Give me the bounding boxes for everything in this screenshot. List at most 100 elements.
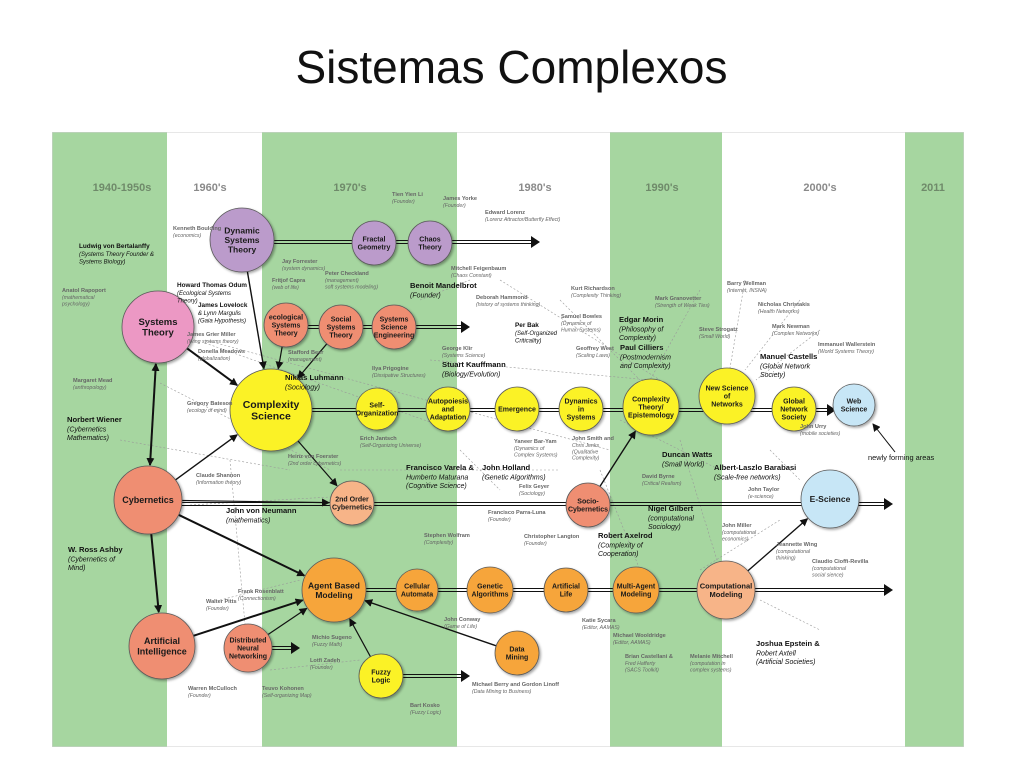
- person-name: Benoit Mandelbrot: [410, 281, 477, 290]
- person-name: Steve Strogatz: [699, 327, 738, 333]
- person-field: (Sociology): [285, 385, 320, 392]
- person-granovetter: Mark Granovetter(Strength of Weak Ties): [655, 296, 710, 309]
- node-label: Society: [782, 414, 807, 421]
- person-field: (management): [288, 357, 322, 363]
- node-label: Science: [841, 406, 868, 413]
- node-label: 2nd Order: [335, 497, 369, 504]
- person-holland: John Holland(Genetic Algorithms): [482, 463, 546, 482]
- self-organization-node[interactable]: Self-Organization: [355, 387, 399, 431]
- influence-line: [759, 599, 821, 631]
- person-name: Norbert Wiener: [67, 415, 122, 424]
- node-label: Social: [331, 317, 352, 324]
- person-field: (Self-Organizing Universe): [360, 443, 421, 449]
- person-name: Melanie Mitchell: [690, 654, 733, 660]
- person-name: Warren McCulloch: [188, 686, 237, 692]
- person-bateson: Gregory Bateson(ecology of mind): [187, 401, 233, 414]
- person-field: (Founder): [206, 606, 229, 612]
- edge-arrow: [175, 434, 238, 481]
- person-field: (Founder): [392, 199, 415, 205]
- person-field: Cooperation): [598, 551, 638, 558]
- node-label: Distributed: [230, 638, 267, 645]
- person-field: (Founder): [188, 693, 211, 699]
- person-shannon: Claude Shannon(Information theory): [196, 473, 242, 486]
- person-field: (Qualitative: [572, 449, 598, 455]
- influence-line: [459, 449, 501, 491]
- edge-arrow: [150, 533, 163, 614]
- node-label: Adaptation: [430, 414, 467, 421]
- person-name: Stuart Kauffmann: [442, 360, 506, 369]
- person-field: (computational: [722, 530, 757, 536]
- person-field: Complexity): [619, 335, 656, 342]
- person-name: John Urry: [800, 424, 827, 430]
- edge-arrow: [178, 513, 306, 577]
- node-label: Modeling: [621, 591, 652, 598]
- era-label: 2011: [921, 182, 945, 194]
- person-name: Niklas Luhmann: [285, 373, 344, 382]
- person-forrester: Jay Forrester(system dynamics): [282, 259, 326, 272]
- node-label: Computational: [700, 582, 753, 591]
- influence-line: [769, 449, 801, 481]
- node-label: Systems: [380, 317, 409, 324]
- person-field: psychology): [61, 301, 90, 307]
- edge-arrow: [599, 430, 636, 487]
- node-label: Chaos: [419, 237, 441, 244]
- person-castelfranchi: Brian Castellani &Fred Hafferty(SACS Too…: [625, 654, 673, 673]
- person-field: (Lorenz Attractor/Butterfly Effect): [485, 217, 561, 223]
- person-name: Mark Newman: [772, 324, 810, 330]
- person-field: (computational: [812, 566, 847, 572]
- node-label: Theory: [228, 245, 257, 255]
- person-field: Theory): [177, 298, 198, 304]
- person-byrne: David Byrne(Critical Realism): [642, 474, 682, 487]
- node-label: Autopoiesis: [428, 399, 468, 406]
- person-richardson: Kurt Richardson(Complexity Thinking): [571, 286, 621, 299]
- socio-cybernetics-node[interactable]: Socio-Cybernetics: [565, 482, 611, 528]
- person-field: (Genetic Algorithms): [482, 475, 546, 482]
- emergence-node[interactable]: Emergence: [494, 386, 540, 432]
- node-label: Intelligence: [137, 646, 187, 656]
- person-field: (World Systems Theory): [818, 349, 874, 355]
- era-label: 2000's: [803, 182, 836, 194]
- person-field: (Health Networks): [758, 309, 800, 315]
- person-field: (Small World): [699, 334, 731, 340]
- cybernetics-node[interactable]: Cybernetics: [113, 465, 183, 535]
- person-luhmann: Niklas Luhmann (Sociology): [285, 373, 344, 392]
- person-field: (Biology/Evolution): [442, 372, 500, 379]
- person-name: Ludwig von Bertalanffy: [79, 243, 150, 250]
- person-name: John Miller: [722, 523, 752, 529]
- person-field: (Sociology): [519, 491, 545, 497]
- person-name: Howard Thomas Odum: [177, 282, 247, 289]
- person-zadeh: Lotfi Zadeh(Founder): [310, 658, 341, 671]
- person-field: social sience): [812, 572, 844, 578]
- e-science-node[interactable]: E-Science: [800, 469, 860, 529]
- person-field: (Dynamics of: [561, 321, 592, 327]
- influence-line: [499, 279, 661, 381]
- person-name: Nicholas Christakis: [758, 302, 810, 308]
- person-name: Claudio Cioffi-Revilla: [812, 559, 869, 565]
